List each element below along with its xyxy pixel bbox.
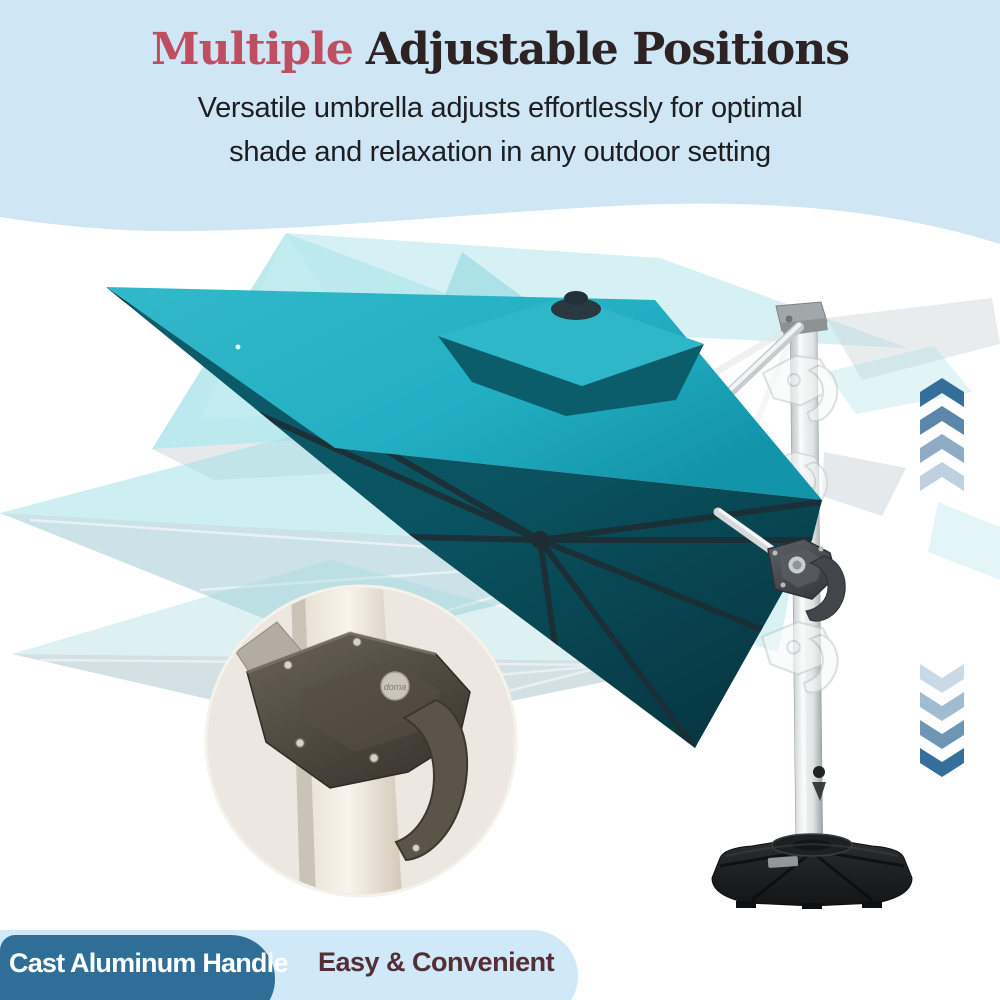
brand-badge	[380, 671, 410, 701]
inset-screws	[282, 636, 380, 764]
chevrons-down-icon	[920, 664, 964, 777]
subtitle: Versatile umbrella adjusts effortlessly …	[0, 86, 1000, 174]
brand-badge-label: doma	[384, 682, 407, 692]
title-accent: Multiple	[150, 24, 354, 75]
subtitle-line-2: shade and relaxation in any outdoor sett…	[229, 136, 771, 169]
canopy-vent	[438, 291, 704, 416]
feature-badge: Cast Aluminum Handle	[0, 935, 288, 1000]
canopy-underside	[106, 287, 822, 748]
title-rest: Adjustable Positions	[365, 24, 850, 75]
handle-detail-inset: doma	[204, 584, 518, 898]
subtitle-line-1: Versatile umbrella adjusts effortlessly …	[197, 92, 803, 125]
feature-badge-label: Cast Aluminum Handle	[9, 948, 288, 978]
umbrella-base	[711, 833, 913, 909]
tilt-handle	[713, 507, 846, 622]
chevrons-up-icon	[920, 378, 964, 491]
pole-knob	[812, 766, 826, 801]
inset-grip	[394, 698, 469, 862]
tagline: Easy & Convenient	[318, 947, 555, 977]
wave-background	[0, 0, 1000, 244]
